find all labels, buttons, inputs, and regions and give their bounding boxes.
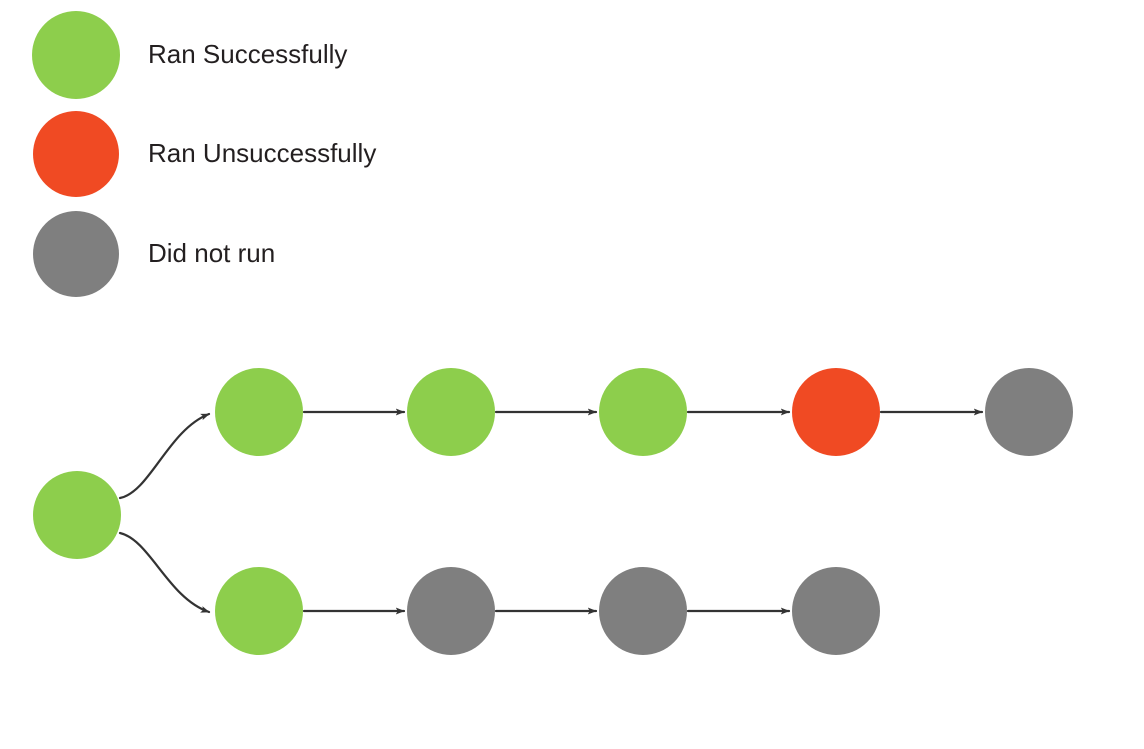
graph-node-skipped[interactable] (985, 368, 1073, 456)
graph-node-success[interactable] (407, 368, 495, 456)
graph-edges (118, 408, 984, 615)
graph-nodes (33, 368, 1073, 655)
graph-node-success[interactable] (599, 368, 687, 456)
legend-item-label: Did not run (148, 238, 275, 268)
graph-node-skipped[interactable] (407, 567, 495, 655)
graph-node-failure[interactable] (792, 368, 880, 456)
graph-edge-arrow (118, 412, 211, 500)
graph-node-success[interactable] (215, 368, 303, 456)
legend-item: Ran Successfully (32, 11, 347, 99)
legend-item-label: Ran Unsuccessfully (148, 138, 376, 168)
graph-node-skipped[interactable] (792, 567, 880, 655)
filled-circle-icon (33, 211, 119, 297)
graph-node-skipped[interactable] (599, 567, 687, 655)
legend-item-label: Ran Successfully (148, 39, 347, 69)
graph-node-success[interactable] (215, 567, 303, 655)
legend-item: Did not run (33, 211, 275, 297)
graph-node-success[interactable] (33, 471, 121, 559)
filled-circle-icon (33, 111, 119, 197)
graph-edge-arrow (118, 531, 211, 614)
filled-circle-icon (32, 11, 120, 99)
legend-item: Ran Unsuccessfully (33, 111, 376, 197)
